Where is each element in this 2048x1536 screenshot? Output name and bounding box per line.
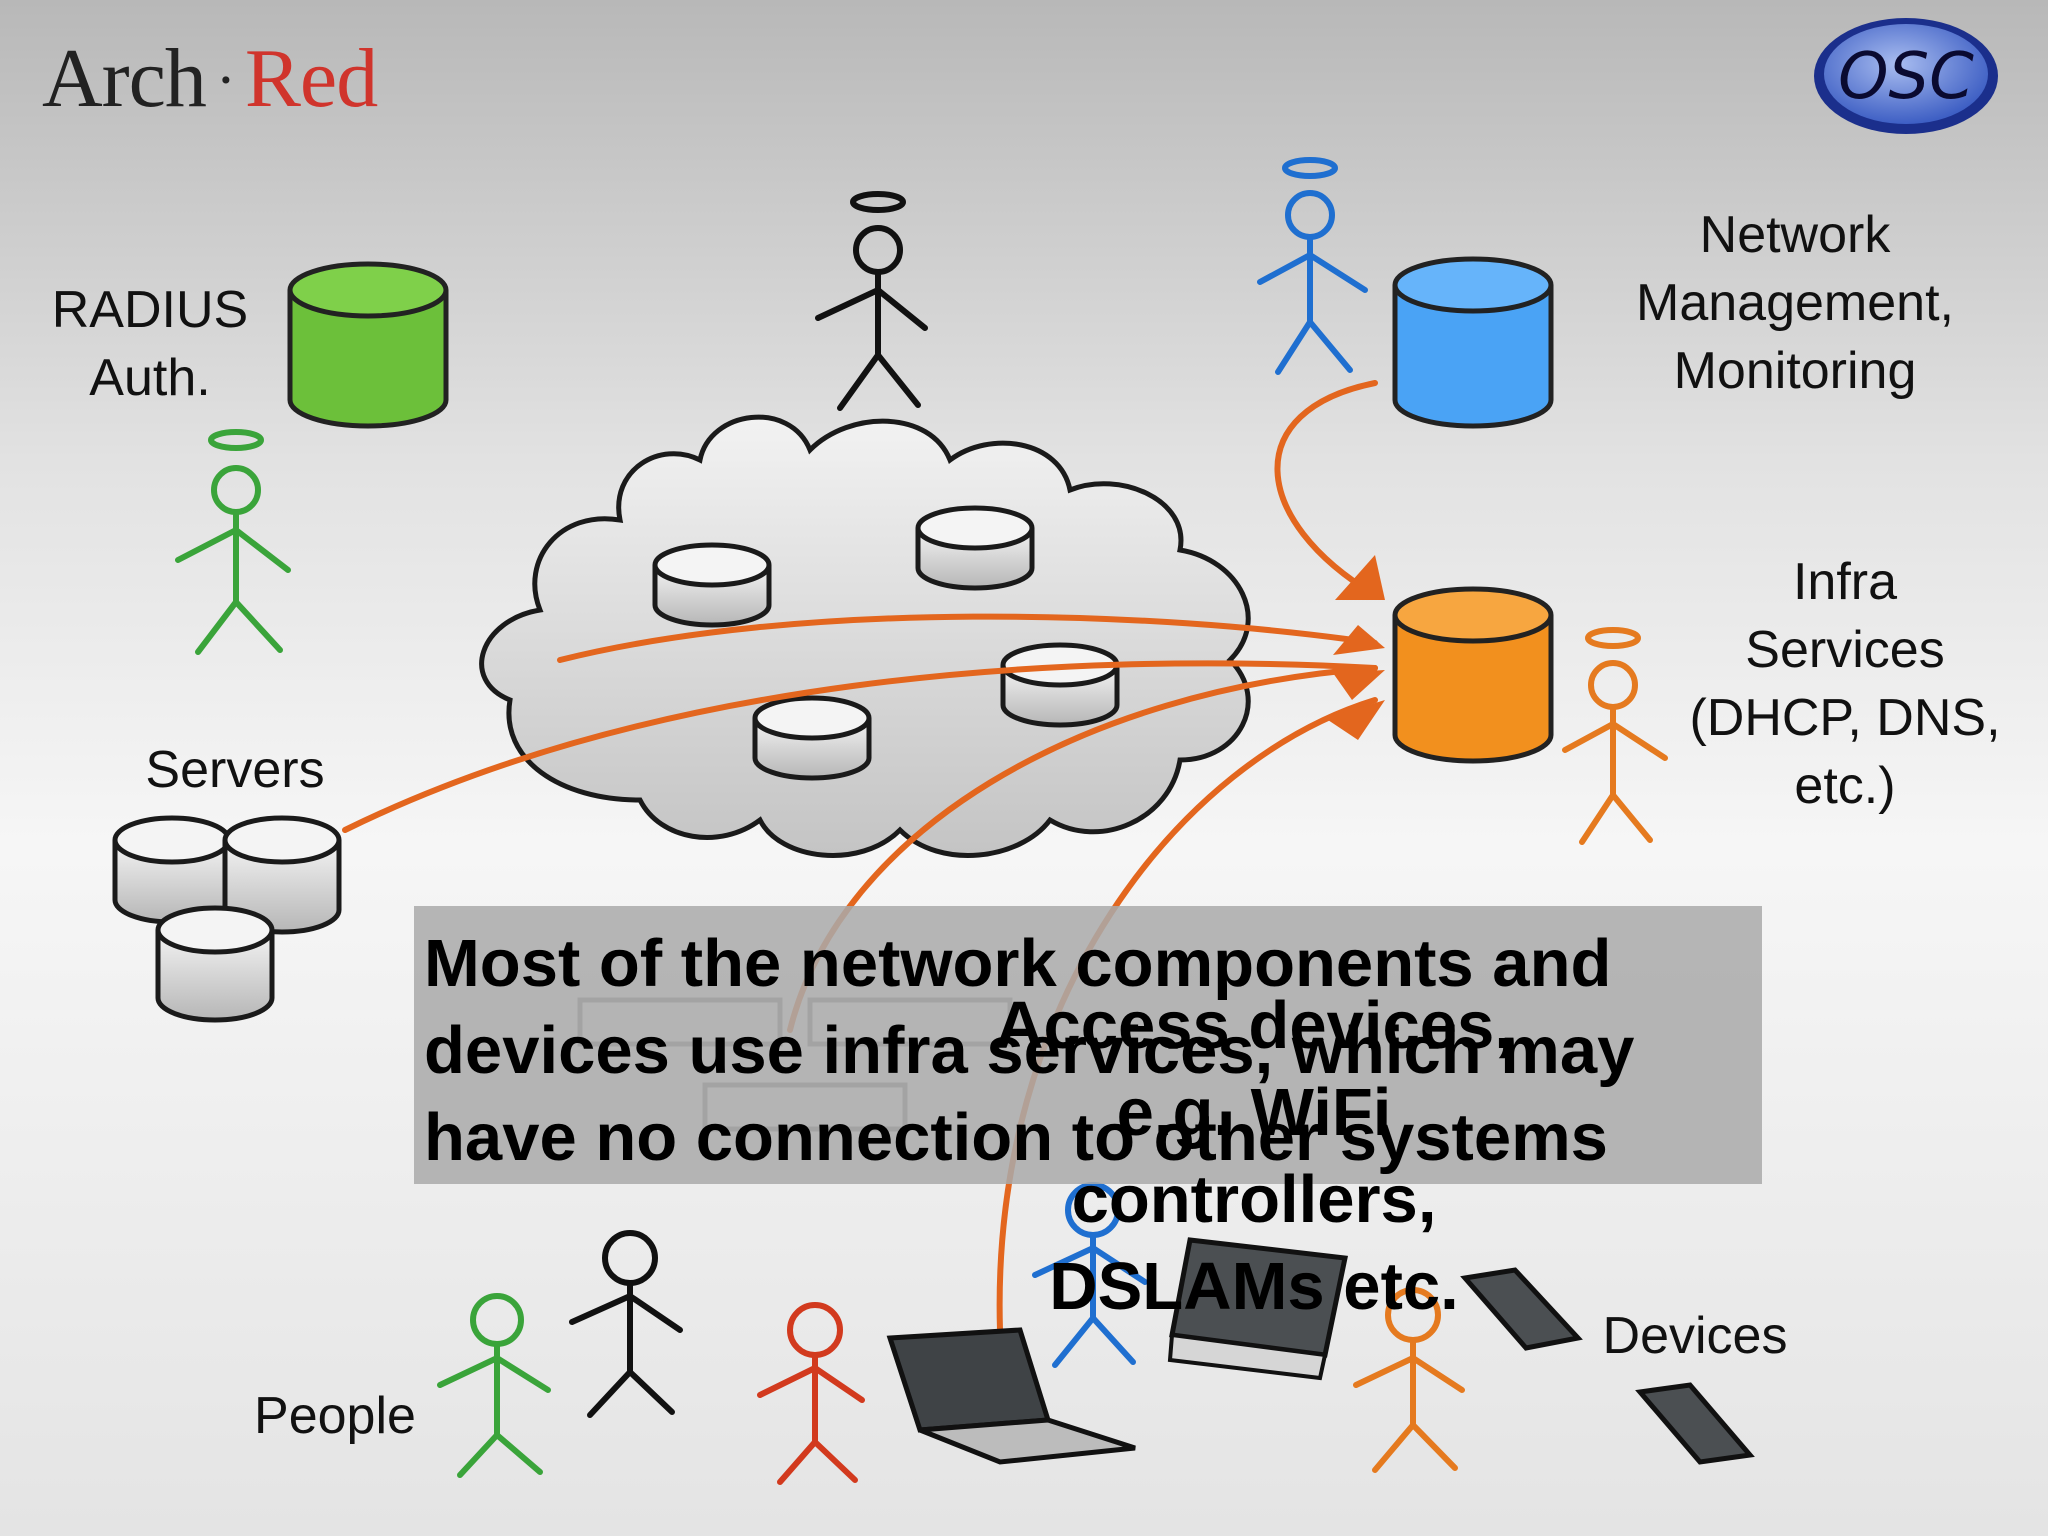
arrow-servers-to-infra [342, 660, 1378, 833]
green-database-icon [287, 261, 449, 429]
stick-figure-blue-icon [1257, 157, 1368, 375]
stick-figure-green-icon [437, 1293, 551, 1478]
cloud-node-icon [1000, 642, 1120, 728]
tablet-icon [1635, 1382, 1755, 1465]
arrowhead-icon [1333, 625, 1385, 655]
label-servers: Servers [145, 741, 325, 799]
monitor-icon [1167, 1237, 1348, 1381]
brand-separator: · [215, 47, 236, 113]
stick-figure-orange-icon [1353, 1287, 1465, 1473]
caption-text: Most of the network components and devic… [424, 926, 1635, 1175]
tablet-icon [1460, 1267, 1583, 1351]
label-access-devices: Access devices, e.g. WiFi controllers, D… [995, 988, 1513, 1324]
label-radius-auth: RADIUS Auth. [51, 281, 249, 407]
servers-icon [112, 815, 342, 1023]
brand-logo: Arch·Red [42, 30, 378, 127]
arrowhead-icon [1335, 555, 1385, 600]
stick-figure-black-icon [569, 1230, 683, 1418]
arrowhead-icon [1325, 700, 1385, 740]
osc-logo-icon: OSC [1814, 18, 1998, 134]
brand-part1: Arch [42, 32, 207, 125]
caption-box: Access devices, e.g. WiFi controllers, D… [414, 906, 1762, 1324]
brand-part2: Red [244, 32, 378, 125]
cloud-node-icon [915, 505, 1035, 591]
blue-database-icon [1392, 256, 1554, 429]
label-network-management: Network Management, Monitoring [1636, 206, 1954, 400]
stick-figure-black-icon [815, 191, 928, 411]
network-cloud-icon [479, 414, 1251, 858]
stick-figure-green-icon [175, 429, 291, 655]
cloud-node-icon [752, 695, 872, 781]
laptop-icon [886, 1327, 1136, 1465]
orange-database-icon [1392, 586, 1554, 764]
label-people: People [254, 1387, 416, 1445]
stick-figure-blue-icon [1032, 1182, 1148, 1368]
stick-figure-orange-icon [1562, 627, 1668, 845]
osc-logo-text: OSC [1838, 40, 1974, 114]
arrow-netmgmt-to-infra [1274, 380, 1378, 598]
label-devices: Devices [1602, 1307, 1788, 1365]
stick-figure-red-icon [757, 1302, 865, 1485]
label-infra-services: Infra Services (DHCP, DNS, etc.) [1689, 553, 2001, 815]
arrow-cloud-to-infra [557, 613, 1378, 663]
arrowhead-icon [1333, 670, 1385, 700]
cloud-node-icon [652, 542, 772, 628]
arrowheads [1325, 555, 1385, 740]
